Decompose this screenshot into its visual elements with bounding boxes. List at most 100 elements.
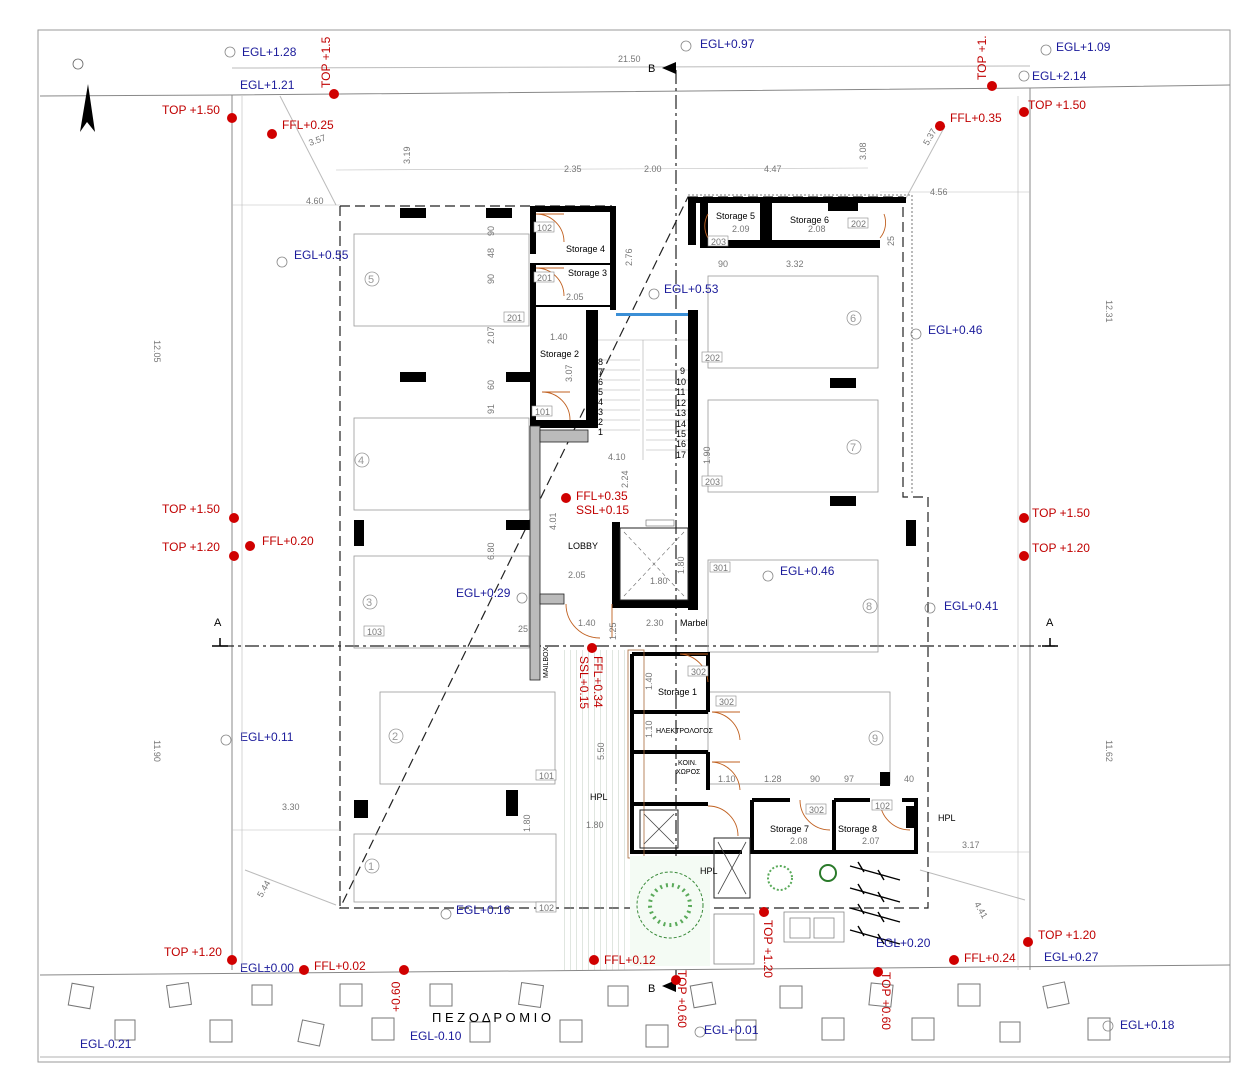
dimension: 1.80 (676, 556, 686, 574)
dimension: 25 (886, 236, 896, 246)
dimension: 3.57 (307, 132, 327, 147)
door-tag-boxes (363, 217, 893, 913)
elevator-cross (623, 519, 685, 597)
dimension: 90 (718, 259, 728, 269)
parking-stalls (353, 233, 891, 903)
parking-numbers (354, 271, 884, 874)
hpl-box (713, 837, 751, 899)
level-label: TOP +1.20 (162, 540, 220, 554)
stair-step: 5 (598, 387, 603, 397)
section-b-bottom: B (648, 983, 655, 995)
dimension: 3.08 (858, 142, 868, 160)
level-label: EGL-0.10 (410, 1029, 462, 1043)
shaft-box (639, 809, 679, 849)
level-label: EGL+0.97 (700, 37, 755, 51)
level-label: EGL+0.46 (780, 564, 835, 578)
dimension: 6.80 (486, 542, 496, 560)
dimension: 1.80 (522, 814, 532, 832)
level-label: EGL+1.28 (242, 45, 297, 59)
dimension: 11.62 (1104, 740, 1114, 762)
level-label: TOP +1.50 (1032, 506, 1090, 520)
level-label: FFL+0.34 (591, 656, 605, 708)
dimension: 2.76 (624, 248, 634, 266)
level-label: EGL+2.14 (1032, 69, 1087, 83)
door-tag: 102 (875, 801, 890, 811)
dimension: 4.41 (972, 900, 989, 920)
level-marker-icons (227, 81, 1033, 985)
columns (354, 208, 918, 828)
level-label: TOP +1.20 (1038, 928, 1096, 942)
room-label: LOBBY (568, 541, 598, 551)
level-label: TOP +1.50 (162, 502, 220, 516)
stair-step: 11 (676, 387, 685, 397)
dimension: 5.44 (255, 879, 272, 899)
stair-step: 15 (676, 429, 686, 439)
tree-icon (636, 871, 704, 939)
parking-number: 6 (850, 313, 856, 325)
door-tag: 302 (691, 667, 706, 677)
door-tag: 201 (507, 313, 522, 323)
plant-icon (767, 864, 837, 891)
room-label: ΧΩΡΟΣ (676, 769, 701, 776)
level-label: EGL+0.16 (456, 903, 511, 917)
dimension: 2.07 (486, 326, 496, 344)
shaft-cross (643, 813, 675, 845)
level-label: EGL+0.20 (876, 936, 931, 950)
door-tag: 301 (713, 563, 728, 573)
section-a-left: A (214, 617, 222, 629)
room-label: HPL (700, 866, 718, 876)
stair-step: 3 (598, 407, 603, 417)
stair-step: 13 (676, 408, 686, 418)
room-label: Storage 4 (566, 244, 605, 254)
room-label: Storage 6 (790, 215, 829, 225)
room-label: Storage 2 (540, 349, 579, 359)
north-arrow-icon (72, 58, 95, 132)
stair-step: 14 (676, 419, 686, 429)
dimension: 2.05 (568, 570, 586, 580)
dimension: 3.30 (282, 802, 300, 812)
level-label: EGL+0.27 (1044, 950, 1099, 964)
room-label: Marbel (680, 618, 708, 628)
dimension: 2.07 (862, 836, 880, 846)
parking-number: 7 (850, 442, 856, 454)
stair-glazing (616, 313, 688, 316)
dimension: 90 (486, 226, 496, 236)
elevator-shaft (619, 527, 689, 601)
drawing-frame (37, 29, 1231, 1063)
service-walls (630, 652, 918, 854)
dimension: 2.05 (566, 292, 584, 302)
level-label: EGL±0.00 (240, 961, 294, 975)
room-label: Storage 7 (770, 824, 809, 834)
parking-number: 9 (872, 733, 878, 745)
room-label: Storage 1 (658, 687, 697, 697)
door-tag: 203 (705, 477, 720, 487)
level-label: +0.60 (389, 981, 403, 1012)
dimension: 4.10 (608, 452, 626, 462)
sidewalk-label: Π Ε Ζ Ο Δ Ρ Ο Μ Ι Ο (432, 1010, 551, 1025)
room-label: HPL (590, 792, 608, 802)
dimension: 2.24 (620, 470, 630, 488)
stair-step: 6 (598, 377, 603, 387)
dimension: 3.19 (402, 146, 412, 164)
level-label: EGL+0.55 (294, 248, 349, 262)
level-label: FFL+0.35 (950, 111, 1002, 125)
hpl-cross (717, 841, 747, 895)
level-label: EGL-0.21 (80, 1037, 132, 1051)
room-label: ΗΛΕΚΤΡΟΛΟΓΟΣ (656, 728, 714, 735)
core-walls (530, 197, 906, 610)
dimension: 2.08 (790, 836, 808, 846)
dimension: 4.01 (548, 512, 558, 530)
level-label: FFL+0.12 (604, 953, 656, 967)
level-label: FFL+0.24 (964, 951, 1016, 965)
level-label: TOP +0.60 (879, 972, 893, 1030)
level-label: EGL+0.11 (240, 730, 294, 744)
stair-step: 1 (598, 427, 603, 437)
dimension: 2.09 (732, 224, 750, 234)
room-label: ΚΟΙΝ. (678, 760, 697, 767)
planter (630, 856, 710, 966)
door-tag: 202 (851, 219, 866, 229)
dimension: 21.50 (618, 54, 641, 64)
level-label: EGL+1.09 (1056, 40, 1111, 54)
door-tag: 103 (367, 627, 382, 637)
